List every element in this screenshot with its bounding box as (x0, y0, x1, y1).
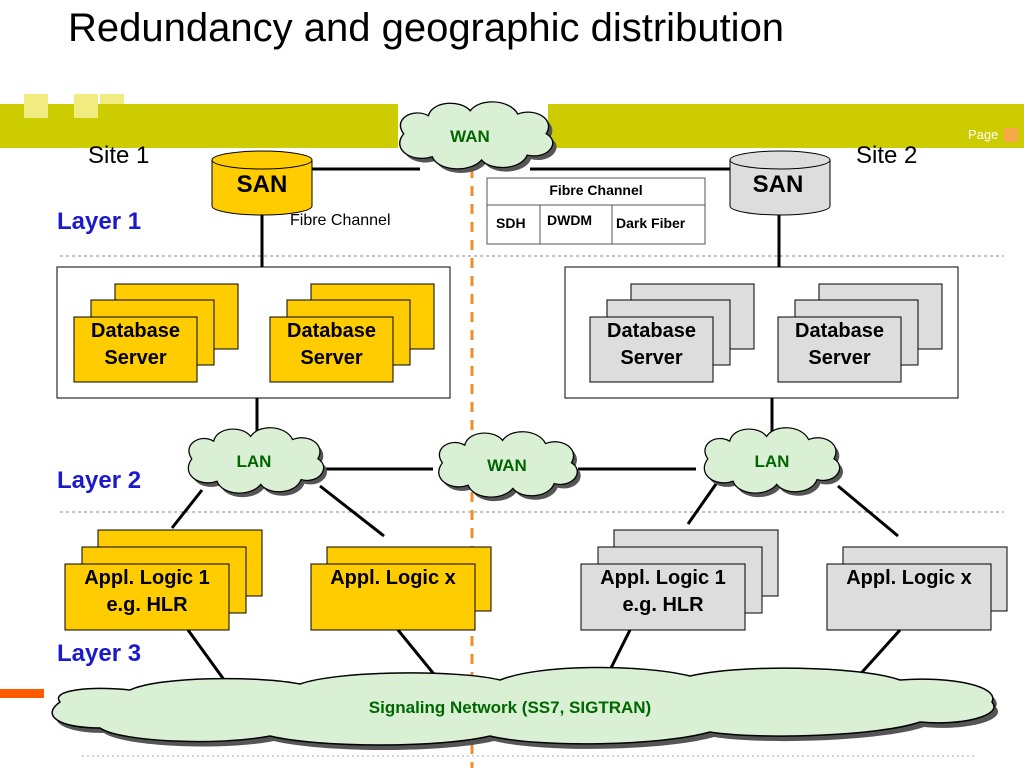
wan-top-label: WAN (450, 127, 490, 146)
server-label: Database Server (778, 318, 901, 372)
app-label-line1: Appl. Logic 1 (600, 567, 726, 589)
lan2-label: LAN (754, 452, 790, 471)
site1-label: Site 1 (88, 142, 150, 169)
server-label-line1: Database (287, 320, 376, 342)
san1-label: SAN (236, 171, 288, 198)
signaling-cloud (51, 666, 999, 750)
fibre-table-header: Fibre Channel (549, 182, 643, 198)
server-label-line2: Server (808, 347, 871, 369)
band-square (100, 94, 124, 104)
server-stack (589, 283, 755, 383)
app-label-line2: e.g. HLR (106, 594, 188, 616)
server-stack (777, 283, 943, 383)
fibre-channel-table (486, 177, 706, 245)
san-site1 (211, 150, 313, 216)
page-marker (1004, 128, 1018, 142)
fibre-channel-label: Fibre Channel (290, 212, 391, 229)
page-label: Page (968, 127, 999, 142)
layer2-label: Layer 2 (57, 467, 142, 494)
server-label-line2: Server (620, 347, 683, 369)
server-label-line2: Server (300, 347, 363, 369)
server-label-line1: Database (795, 320, 884, 342)
slide-title: Redundancy and geographic distribution (68, 6, 785, 50)
app-label-line2: e.g. HLR (622, 594, 704, 616)
server-label: Database Server (270, 318, 393, 372)
server-label: Database Server (590, 318, 713, 372)
server-label: Database Server (74, 318, 197, 372)
lan-app-link (686, 483, 718, 525)
app-label: Appl. Logic x (311, 565, 475, 592)
san2-label: SAN (752, 171, 804, 198)
lan-app-link (837, 484, 899, 538)
accent-bar (0, 689, 44, 698)
wan-mid-label: WAN (487, 456, 527, 475)
layer1-label: Layer 1 (57, 208, 142, 235)
band-square (24, 94, 48, 118)
fibre-table-dark-fiber: Dark Fiber (616, 215, 686, 231)
app-stack (580, 529, 779, 631)
app-label-line1: Appl. Logic 1 (84, 567, 210, 589)
server-stack (73, 283, 239, 383)
app-label: Appl. Logic 1 e.g. HLR (65, 565, 229, 619)
app-label: Appl. Logic x (827, 565, 991, 592)
site2-label: Site 2 (856, 142, 918, 169)
lan1-label: LAN (236, 452, 272, 471)
app-stack (826, 546, 1008, 631)
lan-app-link (170, 489, 204, 529)
app-stack (310, 546, 492, 631)
app-label-line1: Appl. Logic x (846, 567, 972, 589)
san-site2 (729, 150, 831, 216)
server-label-line2: Server (104, 347, 167, 369)
layer3-label: Layer 3 (57, 640, 142, 667)
lan-app-link (319, 484, 385, 538)
app-signaling-link (608, 629, 632, 671)
server-stack (269, 283, 435, 383)
fibre-table-sdh: SDH (496, 215, 526, 231)
fibre-table-dwdm: DWDM (547, 212, 593, 228)
band-square (74, 94, 98, 118)
signaling-network-label: Signaling Network (SS7, SIGTRAN) (368, 698, 652, 717)
app-label-line1: Appl. Logic x (330, 567, 456, 589)
server-label-line1: Database (607, 320, 696, 342)
app-stack (64, 529, 263, 631)
app-label: Appl. Logic 1 e.g. HLR (581, 565, 745, 619)
server-label-line1: Database (91, 320, 180, 342)
